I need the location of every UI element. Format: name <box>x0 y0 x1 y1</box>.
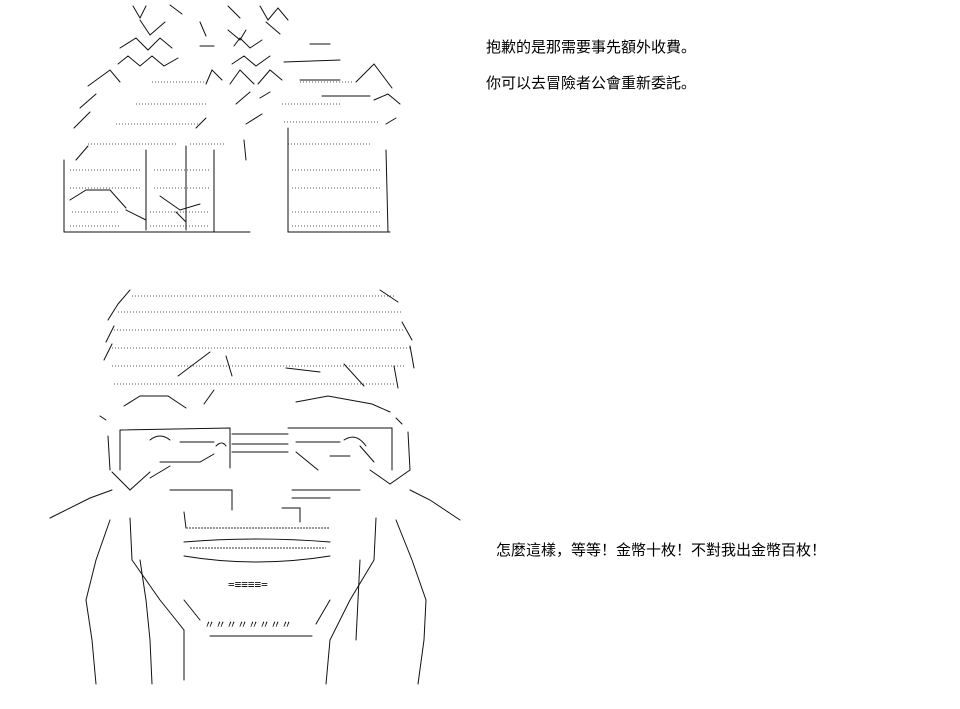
dialogue-line-2: 你可以去冒險者公會重新委託。 <box>486 74 697 92</box>
svg-text:=≡≡≡≡=: =≡≡≡≡= <box>228 578 268 591</box>
dialogue-box-top: 抱歉的是那需要事先額外收費。 你可以去冒險者公會重新委託。 <box>486 36 696 108</box>
dialogue-line-3: 怎麼這樣，等等！金幣十枚！不對我出金幣百枚！ <box>496 541 827 559</box>
dialogue-line-1: 抱歉的是那需要事先額外收費。 <box>486 38 697 56</box>
top-character-art <box>63 4 401 233</box>
svg-text:〃〃〃〃〃〃〃〃: 〃〃〃〃〃〃〃〃 <box>204 618 292 631</box>
dialogue-box-bottom: 怎麼這樣，等等！金幣十枚！不對我出金幣百枚！ <box>496 539 826 575</box>
bottom-character-art: =≡≡≡≡= 〃〃〃〃〃〃〃〃 <box>49 289 461 685</box>
